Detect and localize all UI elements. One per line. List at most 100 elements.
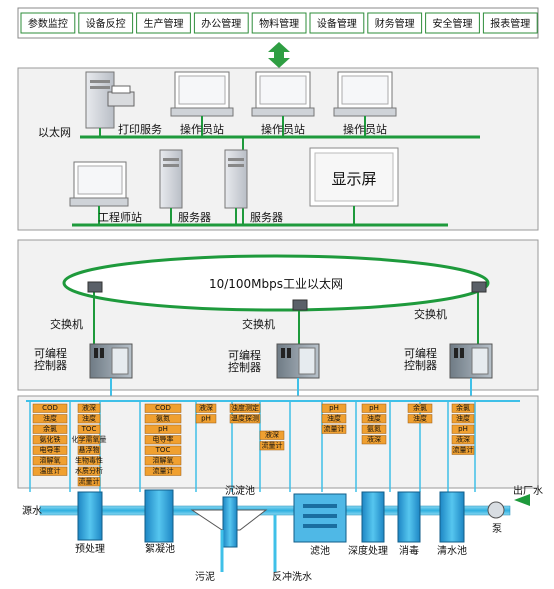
plc-icon <box>449 343 493 379</box>
menu-item-5[interactable] <box>309 12 365 34</box>
sensor-label: 浊度 <box>456 414 470 423</box>
sensor-tag <box>77 466 101 476</box>
sensor-label: 浊度 <box>43 414 57 423</box>
process-label: 预处理 <box>75 543 105 555</box>
sensor-tag <box>321 414 347 424</box>
sensor-tag <box>451 435 475 445</box>
sensor-label: pH <box>329 404 339 412</box>
sensor-tag <box>144 456 182 466</box>
menu-item-label: 报表管理 <box>490 17 530 30</box>
sensor-tag <box>144 435 182 445</box>
sensor-tag <box>229 403 261 413</box>
plc-icon <box>89 343 133 379</box>
sensor-tag <box>77 403 101 413</box>
sensor-tag <box>32 445 68 455</box>
sensor-label: pH <box>369 404 379 412</box>
sensor-tag <box>32 466 68 476</box>
sensor-label: 溶解氧 <box>40 456 61 465</box>
sensor-tag <box>144 445 182 455</box>
disinfection-tank <box>397 491 421 543</box>
plc-label-2: 控制器 <box>34 358 67 372</box>
sensor-tag <box>144 403 182 413</box>
sensor-tag <box>259 441 285 451</box>
process-label: 沉淀池 <box>225 484 255 497</box>
sensor-tag <box>407 403 433 413</box>
print-service-label: 打印服务 <box>118 122 162 136</box>
sensor-label: 液深 <box>199 403 213 412</box>
double-arrow-icon <box>268 42 290 68</box>
sensor-label: 浊度 <box>367 414 381 423</box>
sensor-label: pH <box>158 425 168 433</box>
sensor-label: 余氯 <box>456 403 470 412</box>
sensor-label: 氨氮 <box>156 414 170 423</box>
plc-label-2: 控制器 <box>228 360 261 374</box>
sensor-tag <box>77 456 101 466</box>
process-label: 泵 <box>492 523 502 535</box>
sensor-tag <box>321 403 347 413</box>
switch-label: 交换机 <box>50 317 83 331</box>
sensor-tag <box>451 403 475 413</box>
menu-item-label: 办公管理 <box>201 17 241 30</box>
menu-item-7[interactable] <box>425 12 480 34</box>
advanced-treatment-tank <box>361 491 385 543</box>
sensor-tag <box>321 424 347 434</box>
sensor-label: 温度计 <box>40 466 61 475</box>
sensor-tag <box>361 414 387 424</box>
server-label-2: 服务器 <box>250 211 283 224</box>
plc-icon <box>276 343 320 379</box>
sensor-label: 流量计 <box>453 445 474 454</box>
operator-station-label: 操作员站 <box>343 122 387 136</box>
display-screen-label: 显示屏 <box>331 170 376 188</box>
process-label: 出厂水 <box>513 484 543 497</box>
sensor-label: 水质分析 <box>75 466 103 475</box>
sensor-label: 流量计 <box>262 441 283 450</box>
ring-label: 10/100Mbps工业以太网 <box>209 276 343 291</box>
menu-item-4[interactable] <box>251 12 307 34</box>
server-icon <box>159 149 183 225</box>
sensor-label: 流量计 <box>153 466 174 475</box>
menu-item-0[interactable] <box>20 12 76 34</box>
menu-item-label: 生产管理 <box>144 17 184 30</box>
pretreatment-tank <box>77 491 103 541</box>
switch-label: 交换机 <box>242 317 275 331</box>
server-icon <box>224 149 248 225</box>
process-label: 污泥 <box>195 570 215 583</box>
sensor-tag <box>407 414 433 424</box>
sensor-label: 浊度测定 <box>231 403 259 412</box>
sensor-tag <box>144 466 182 476</box>
sensor-label: COD <box>155 404 171 412</box>
sensor-label: pH <box>458 425 468 433</box>
sensor-tag <box>361 424 387 434</box>
plc-label-1: 可编程 <box>404 346 437 360</box>
menu-item-8[interactable] <box>482 12 538 34</box>
sensor-tag <box>259 430 285 440</box>
sensor-tag <box>451 424 475 434</box>
operator-station-label: 操作员站 <box>180 122 224 136</box>
sensor-label: 溶解氧 <box>153 456 174 465</box>
sensor-tag <box>195 414 217 424</box>
menu-item-1[interactable] <box>78 12 134 34</box>
sensor-tag <box>77 477 101 487</box>
sensor-tag <box>451 414 475 424</box>
process-label: 絮凝池 <box>145 542 175 555</box>
plc-label-2: 控制器 <box>404 358 437 372</box>
menu-item-label: 安全管理 <box>433 17 473 30</box>
sensor-tag <box>77 435 101 445</box>
menu-item-6[interactable] <box>367 12 423 34</box>
process-label: 消毒 <box>399 544 419 557</box>
operator-station-icon <box>170 71 234 137</box>
sensor-tag <box>32 403 68 413</box>
switch-icon <box>87 281 103 293</box>
sensor-tag <box>77 445 101 455</box>
sensor-label: TOC <box>155 446 171 454</box>
sensor-tag <box>144 414 182 424</box>
sensor-label: pH <box>201 415 211 423</box>
display-screen <box>309 147 399 225</box>
sensor-label: 余氯 <box>413 403 427 412</box>
menu-item-2[interactable] <box>136 12 191 34</box>
sensor-label: 生物毒性 <box>75 456 103 465</box>
menu-item-3[interactable] <box>193 12 249 34</box>
process-label: 深度处理 <box>348 544 388 557</box>
sensor-tag <box>229 414 261 424</box>
